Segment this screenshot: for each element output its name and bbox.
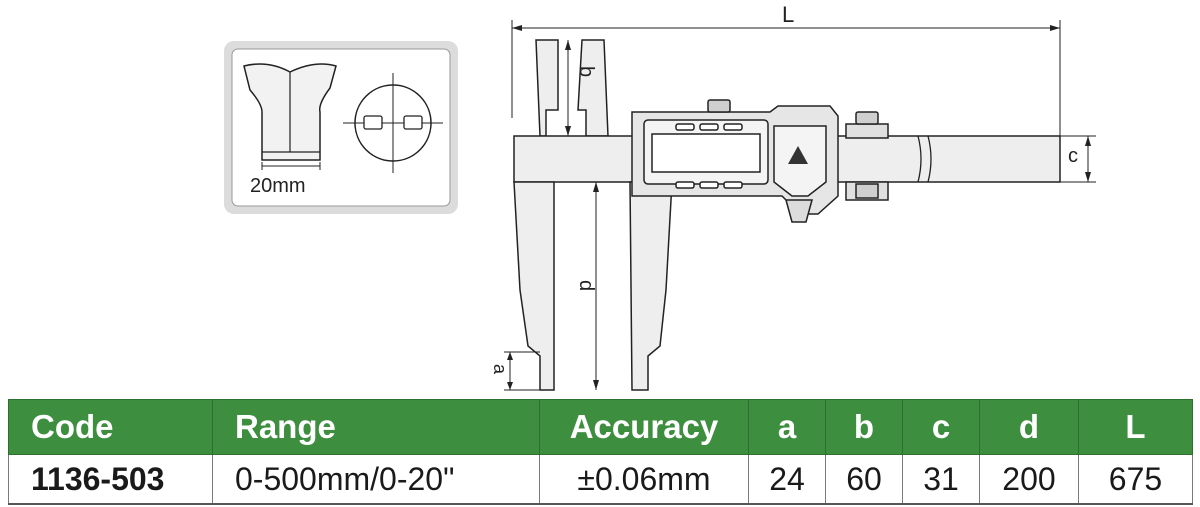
dim-label-c: c: [1068, 145, 1078, 167]
section-jaw-left: [363, 115, 383, 130]
button-bottom-2: [699, 181, 719, 189]
cell-code: 1136-503: [8, 454, 213, 505]
header-c: c: [902, 399, 980, 455]
lower-jaw-fixed: [513, 181, 555, 391]
dim-label-a: a: [490, 364, 510, 375]
dim-c-arrow-bottom: [1085, 172, 1091, 182]
section-jaw-right: [403, 115, 423, 130]
inset-dimension-label: 20mm: [250, 175, 306, 197]
upper-jaw-fixed: [535, 39, 559, 137]
dim-label-b: b: [575, 66, 597, 77]
inset-detail: 20mm: [224, 41, 458, 214]
button-top-2: [699, 123, 719, 131]
header-L: L: [1078, 399, 1193, 455]
dim-a-arrow-top: [507, 352, 513, 360]
cell-d: 200: [979, 454, 1079, 505]
fine-adjust-screw: [855, 111, 879, 125]
lcd-display: [651, 133, 761, 173]
header-accuracy: Accuracy: [539, 399, 749, 455]
button-bottom-3: [723, 181, 743, 189]
thumb-wheel: [785, 199, 813, 223]
cell-L: 675: [1078, 454, 1193, 505]
beam-break-left: [917, 135, 922, 183]
beam-break-right: [927, 135, 932, 183]
lock-screw-slider: [707, 99, 731, 113]
button-top-3: [723, 123, 743, 131]
dim-label-d: d: [575, 280, 597, 291]
cell-c: 31: [902, 454, 980, 505]
header-code: Code: [8, 399, 213, 455]
dim-b-arrow-bottom: [565, 126, 571, 136]
caliper-diagram: 20mm: [224, 2, 1096, 391]
header-b: b: [825, 399, 903, 455]
dim-d-arrow-bottom: [593, 380, 599, 390]
spec-table: Code Range Accuracy a b c d L 1136-503 0…: [8, 399, 1193, 505]
dim-a-arrow-bottom: [507, 382, 513, 390]
dim-c-arrow-top: [1085, 136, 1091, 146]
caliper: [504, 20, 1096, 391]
lower-jaw-moving: [629, 181, 673, 391]
fine-adjust-clamp-top: [845, 123, 889, 139]
dim-L-arrow-left: [512, 25, 522, 31]
fine-adjust-nut: [855, 183, 879, 199]
header-range: Range: [212, 399, 540, 455]
header-a: a: [748, 399, 826, 455]
dim-b-arrow-top: [565, 40, 571, 50]
dim-d-arrow-top: [593, 182, 599, 192]
table-row: 1136-503 0-500mm/0-20" ±0.06mm 24 60 31 …: [8, 454, 1193, 505]
cell-b: 60: [825, 454, 903, 505]
dim-label-L: L: [782, 2, 794, 27]
header-d: d: [979, 399, 1079, 455]
table-header-row: Code Range Accuracy a b c d L: [8, 399, 1193, 455]
button-bottom-1: [675, 181, 695, 189]
cell-accuracy: ±0.06mm: [539, 454, 749, 505]
upper-jaw-moving: [577, 39, 609, 137]
button-top-1: [675, 123, 695, 131]
cell-range: 0-500mm/0-20": [212, 454, 540, 505]
dim-L-arrow-right: [1050, 25, 1060, 31]
cell-a: 24: [748, 454, 826, 505]
brand-logo-icon: [788, 146, 808, 164]
